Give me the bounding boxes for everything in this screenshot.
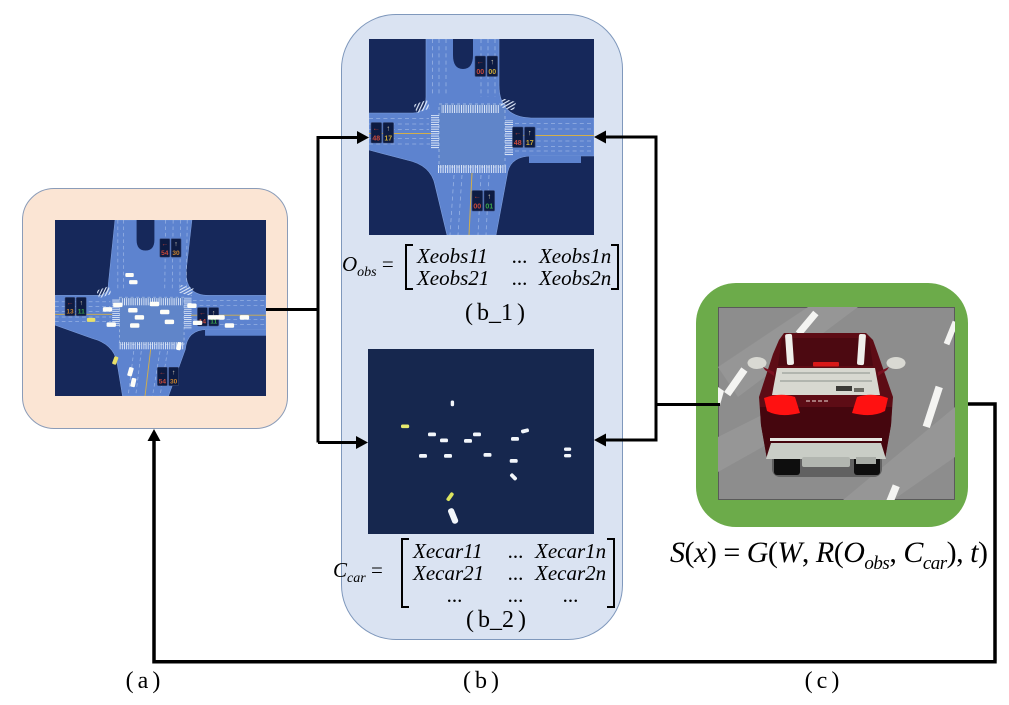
svg-text:↑: ↑ xyxy=(80,300,84,307)
svg-text:48: 48 xyxy=(372,136,380,143)
svg-text:13: 13 xyxy=(66,309,74,316)
svg-text:↑: ↑ xyxy=(386,124,390,133)
svg-text:30: 30 xyxy=(172,250,180,257)
svg-text:11: 11 xyxy=(78,309,85,316)
svg-text:00: 00 xyxy=(473,204,481,211)
svg-text:←: ← xyxy=(161,241,168,248)
svg-text:11: 11 xyxy=(210,319,217,326)
svg-text:14: 14 xyxy=(199,319,207,326)
svg-text:←: ← xyxy=(66,300,73,307)
svg-text:↑: ↑ xyxy=(212,310,216,317)
svg-text:←: ← xyxy=(373,124,381,133)
svg-text:00: 00 xyxy=(488,69,496,76)
svg-text:48: 48 xyxy=(514,140,522,147)
svg-text:54: 54 xyxy=(159,379,167,386)
svg-text:↑: ↑ xyxy=(528,128,532,137)
svg-text:←: ← xyxy=(514,128,522,137)
svg-text:↑: ↑ xyxy=(487,192,491,201)
svg-text:17: 17 xyxy=(384,136,392,143)
svg-text:↑: ↑ xyxy=(174,241,178,248)
svg-text:←: ← xyxy=(477,57,485,66)
svg-text:↑: ↑ xyxy=(172,370,176,377)
svg-text:17: 17 xyxy=(526,140,534,147)
svg-text:↑: ↑ xyxy=(490,57,494,66)
svg-text:30: 30 xyxy=(170,379,178,386)
svg-text:01: 01 xyxy=(485,204,493,211)
svg-text:←: ← xyxy=(159,370,166,377)
svg-text:←: ← xyxy=(474,192,482,201)
svg-text:←: ← xyxy=(199,310,206,317)
svg-text:54: 54 xyxy=(161,250,169,257)
svg-text:00: 00 xyxy=(476,69,484,76)
